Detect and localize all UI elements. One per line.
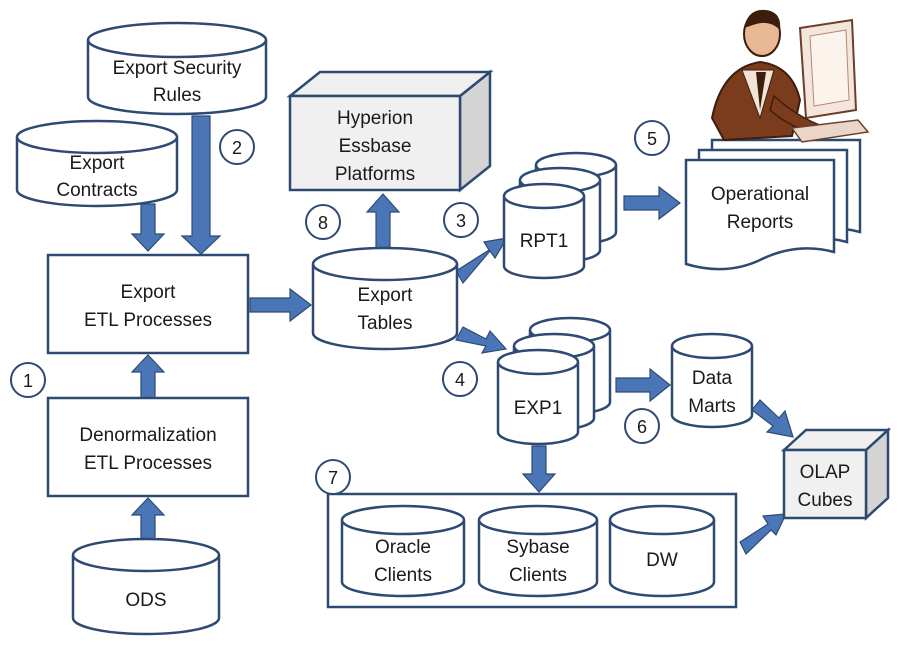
export-security-rules-line2: Rules — [153, 85, 202, 106]
exp1-db-stack: EXP1 — [496, 316, 612, 446]
step-badge-8: 8 — [305, 204, 341, 240]
arrow-denorm-to-etl — [130, 354, 166, 399]
denormalization-etl-box: Denormalization ETL Processes — [46, 396, 250, 498]
step-badge-2: 2 — [219, 129, 255, 165]
data-marts-line2: Marts — [688, 396, 736, 417]
exp1-label: EXP1 — [514, 398, 563, 419]
operational-reports-docs: Operational Reports — [684, 138, 862, 271]
arrow-clients-to-olap — [739, 513, 787, 555]
step-badge-6: 6 — [624, 408, 660, 444]
export-tables-db: Export Tables — [311, 246, 459, 351]
step-badge-4: 4 — [442, 361, 478, 397]
denorm-etl-line1: Denormalization — [79, 425, 216, 446]
step-2-label: 2 — [232, 138, 242, 158]
step-8-label: 8 — [318, 213, 328, 233]
oracle-clients-line2: Clients — [374, 565, 432, 586]
businessman-at-computer-icon — [710, 9, 870, 143]
arrow-ods-to-denorm — [130, 497, 166, 541]
step-badge-1: 1 — [10, 362, 46, 398]
olap-cubes-cube: OLAP Cubes — [780, 427, 892, 521]
connector-arrows — [130, 115, 794, 555]
dw-label: DW — [646, 550, 678, 571]
export-security-rules-line1: Export Security — [113, 58, 242, 79]
hyperion-line1: Hyperion — [337, 108, 413, 129]
step-5-label: 5 — [647, 129, 657, 149]
arrow-datamarts-to-olap — [751, 399, 794, 438]
export-tables-line2: Tables — [358, 313, 413, 334]
data-marts-db: Data Marts — [670, 332, 754, 429]
hyperion-essbase-cube: Hyperion Essbase Platforms — [286, 69, 494, 193]
hyperion-line3: Platforms — [335, 164, 415, 185]
arrow-etl-to-tables — [249, 287, 312, 323]
export-tables-line1: Export — [358, 285, 414, 306]
arrow-rpt1-to-reports — [623, 185, 681, 221]
export-contracts-line1: Export — [70, 153, 126, 174]
ods-db: ODS — [71, 537, 221, 636]
denorm-etl-line2: ETL Processes — [84, 453, 212, 474]
step-4-label: 4 — [455, 370, 465, 390]
oracle-clients-line1: Oracle — [375, 537, 431, 558]
arrow-exp1-to-datamarts — [615, 367, 671, 403]
dw-db: DW — [608, 504, 716, 598]
operational-reports-line2: Reports — [727, 212, 794, 233]
export-etl-line2: ETL Processes — [84, 310, 212, 331]
clients-container: Oracle Clients Sybase Clients DW — [326, 492, 738, 609]
arrow-tables-to-rpt1 — [455, 237, 509, 285]
step-badges: 1 2 3 4 5 6 7 8 — [10, 120, 670, 495]
step-6-label: 6 — [637, 417, 647, 437]
operational-reports-line1: Operational — [711, 184, 809, 205]
export-etl-line1: Export — [121, 282, 177, 303]
export-etl-processes-box: Export ETL Processes — [46, 253, 250, 355]
olap-line1: OLAP — [800, 462, 851, 483]
arrow-tables-to-hyperion — [365, 193, 401, 257]
step-badge-3: 3 — [443, 202, 479, 238]
rpt1-label: RPT1 — [520, 231, 569, 252]
data-marts-line1: Data — [692, 368, 733, 389]
step-badge-5: 5 — [634, 120, 670, 156]
arrow-exp1-to-clients — [521, 445, 557, 493]
oracle-clients-db: Oracle Clients — [340, 504, 466, 598]
olap-line2: Cubes — [798, 490, 853, 511]
arrow-security-to-etl — [180, 115, 222, 255]
ods-label: ODS — [125, 590, 166, 611]
step-3-label: 3 — [456, 211, 466, 231]
arrow-contracts-to-etl — [130, 203, 166, 252]
sybase-clients-line2: Clients — [509, 565, 567, 586]
hyperion-line2: Essbase — [339, 136, 412, 157]
arrow-tables-to-exp1 — [455, 326, 508, 354]
rpt1-db-stack: RPT1 — [502, 151, 618, 280]
export-security-rules-db: Export Security Rules — [86, 21, 268, 116]
export-contracts-line2: Contracts — [56, 180, 137, 201]
step-1-label: 1 — [23, 371, 33, 391]
export-contracts-db: Export Contracts — [15, 119, 179, 208]
step-7-label: 7 — [328, 468, 338, 488]
sybase-clients-line1: Sybase — [506, 537, 569, 558]
step-badge-7: 7 — [315, 459, 351, 495]
sybase-clients-db: Sybase Clients — [477, 504, 599, 598]
